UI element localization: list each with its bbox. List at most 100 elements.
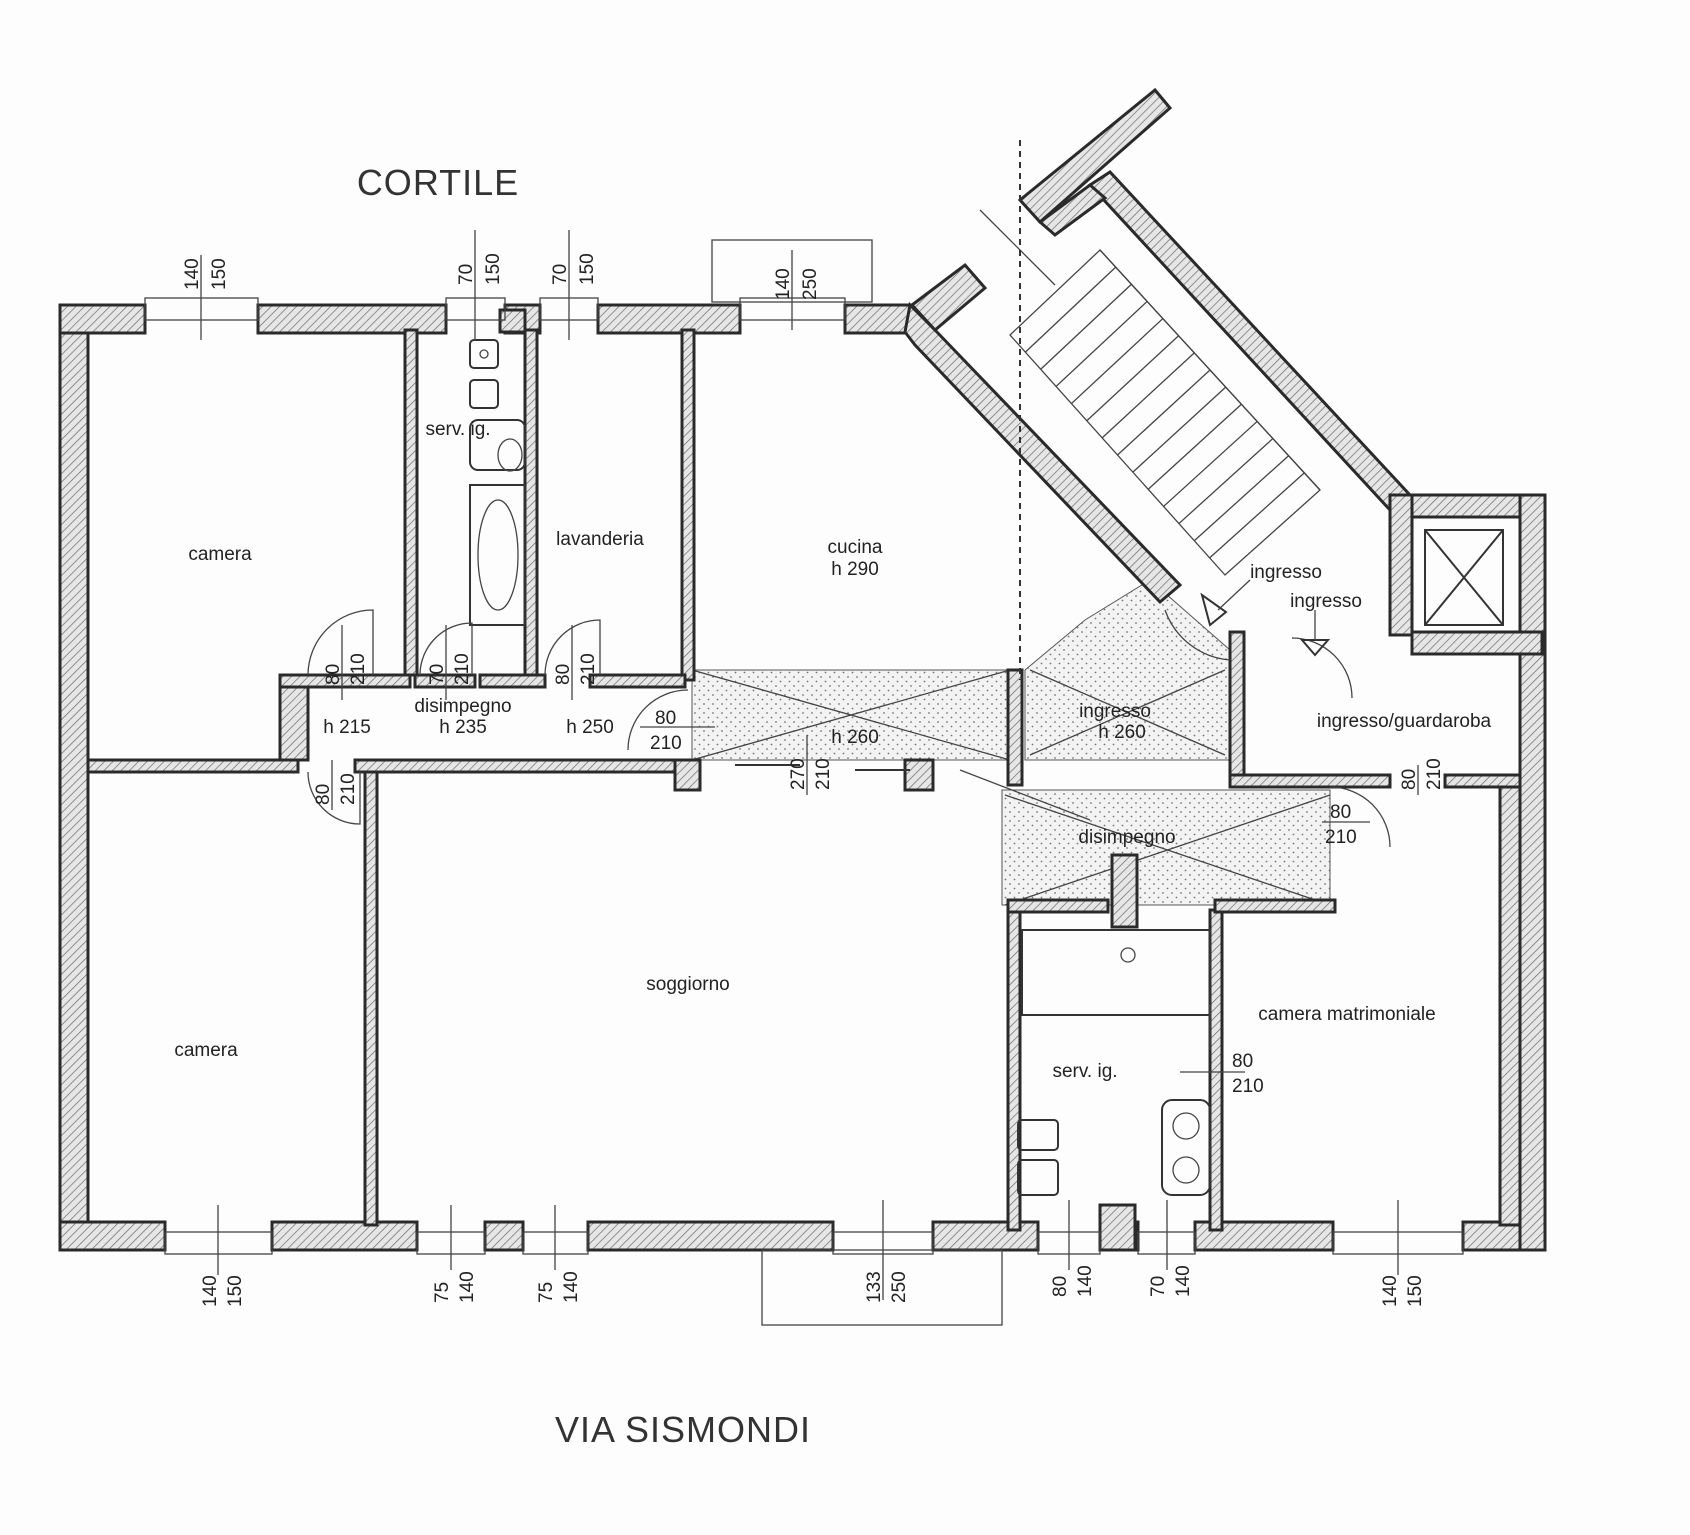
svg-text:210: 210 <box>348 653 369 685</box>
dim-window-top-1: 140 150 <box>182 255 230 340</box>
svg-text:75: 75 <box>536 1282 557 1303</box>
corridor-height: h 260 <box>831 727 879 748</box>
svg-text:75: 75 <box>432 1282 453 1303</box>
svg-text:70: 70 <box>1148 1276 1169 1297</box>
dim-window-bottom-3: 75 140 <box>536 1205 582 1303</box>
svg-text:140: 140 <box>561 1271 582 1303</box>
fixtures <box>469 339 1211 1196</box>
ingresso-arrow-label-1: ingresso <box>1250 562 1322 583</box>
svg-text:80: 80 <box>553 664 574 685</box>
dim-door-5: 80 210 <box>640 708 715 754</box>
room-ingresso: ingresso <box>1079 701 1151 722</box>
walls <box>58 87 1547 1252</box>
svg-text:210: 210 <box>813 758 834 790</box>
room-height-250: h 250 <box>566 717 614 738</box>
stair-tread <box>1086 335 1180 422</box>
svg-text:133: 133 <box>864 1271 885 1303</box>
svg-text:140: 140 <box>1380 1275 1401 1307</box>
svg-text:210: 210 <box>1424 758 1445 790</box>
stair-tread <box>1209 472 1305 559</box>
svg-text:150: 150 <box>483 253 504 285</box>
stair-tread <box>1101 352 1195 439</box>
room-camera-bottom: camera <box>174 1040 238 1061</box>
dim-door-2: 70 210 <box>427 625 473 700</box>
svg-text:150: 150 <box>1405 1275 1426 1307</box>
room-cucina-height: h 290 <box>831 559 879 580</box>
svg-text:80: 80 <box>655 708 676 729</box>
svg-text:270: 270 <box>788 758 809 790</box>
svg-text:140: 140 <box>457 1271 478 1303</box>
room-height-215: h 215 <box>323 717 371 738</box>
svg-text:70: 70 <box>550 264 571 285</box>
street-label-bottom: VIA SISMONDI <box>555 1409 811 1450</box>
svg-text:210: 210 <box>452 653 473 685</box>
stair-tread <box>1040 283 1132 370</box>
room-cucina: cucina <box>828 537 883 558</box>
svg-text:80: 80 <box>1399 769 1420 790</box>
svg-text:140: 140 <box>1173 1265 1194 1297</box>
svg-text:150: 150 <box>225 1275 246 1307</box>
svg-text:70: 70 <box>427 664 448 685</box>
room-serv-ig-bottom: serv. ig. <box>1052 1061 1117 1082</box>
svg-text:70: 70 <box>456 264 477 285</box>
dim-window-bottom-6: 70 140 <box>1148 1200 1194 1297</box>
svg-text:80: 80 <box>1050 1276 1071 1297</box>
room-ingresso-height: h 260 <box>1098 722 1146 743</box>
svg-text:150: 150 <box>577 253 598 285</box>
dim-window-bottom-7: 140 150 <box>1380 1200 1426 1307</box>
dim-window-bottom-5: 80 140 <box>1050 1200 1096 1297</box>
dim-door-1: 80 210 <box>323 625 369 700</box>
stair-tread <box>1132 386 1227 473</box>
dim-door-8: 80 210 <box>1399 758 1445 795</box>
svg-text:210: 210 <box>650 733 682 754</box>
lift-shaft <box>1424 529 1504 626</box>
svg-text:140: 140 <box>1075 1265 1096 1297</box>
dim-door-9: 80 210 <box>1180 1051 1264 1097</box>
room-soggiorno: soggiorno <box>646 974 729 995</box>
room-disimpegno-top-height: h 235 <box>439 717 487 738</box>
svg-text:210: 210 <box>1232 1076 1264 1097</box>
dim-door-3: 80 210 <box>553 625 599 700</box>
stair-tread <box>1024 266 1117 353</box>
svg-text:80: 80 <box>1330 802 1351 823</box>
svg-text:80: 80 <box>1232 1051 1253 1072</box>
dim-door-6: 270 210 <box>788 735 834 795</box>
dim-window-top-4: 140 250 <box>773 250 821 330</box>
dim-window-top-3: 70 150 <box>550 230 598 340</box>
dim-window-bottom-1: 140 150 <box>200 1205 246 1307</box>
entrance-arrows <box>1200 579 1331 657</box>
door-swings <box>307 609 1391 1050</box>
room-serv-ig-top: serv. ig. <box>425 419 490 440</box>
dim-window-bottom-2: 75 140 <box>432 1205 478 1303</box>
stair-tread <box>1163 420 1258 507</box>
svg-text:80: 80 <box>323 664 344 685</box>
dim-window-bottom-4: 133 250 <box>864 1200 910 1303</box>
stair-tread <box>1147 403 1242 490</box>
street-label-top: CORTILE <box>357 162 519 203</box>
stair-tread <box>1055 300 1148 387</box>
staircase <box>979 140 1321 680</box>
room-camera-top: camera <box>188 544 252 565</box>
room-camera-matrimoniale: camera matrimoniale <box>1258 1004 1435 1025</box>
stair-tread <box>1178 438 1274 525</box>
room-disimpegno-mid: disimpegno <box>1078 827 1175 848</box>
stair-tread <box>1193 455 1290 542</box>
room-ingresso-guardaroba: ingresso/guardaroba <box>1317 711 1492 732</box>
svg-text:150: 150 <box>209 258 230 290</box>
dim-door-7: 80 210 <box>1322 802 1370 848</box>
svg-text:140: 140 <box>200 1275 221 1307</box>
stair-tread <box>1117 369 1211 456</box>
svg-text:80: 80 <box>313 784 334 805</box>
dim-window-top-2: 70 150 <box>456 230 504 340</box>
stair-tread <box>1070 318 1164 405</box>
svg-text:250: 250 <box>889 1271 910 1303</box>
svg-text:140: 140 <box>182 258 203 290</box>
svg-text:250: 250 <box>800 268 821 300</box>
arrow-icon <box>1200 592 1228 627</box>
svg-text:210: 210 <box>578 653 599 685</box>
svg-text:210: 210 <box>1325 827 1357 848</box>
ingresso-arrow-label-2: ingresso <box>1290 591 1362 612</box>
room-lavanderia: lavanderia <box>556 529 644 550</box>
corridor-areas <box>691 579 1331 906</box>
